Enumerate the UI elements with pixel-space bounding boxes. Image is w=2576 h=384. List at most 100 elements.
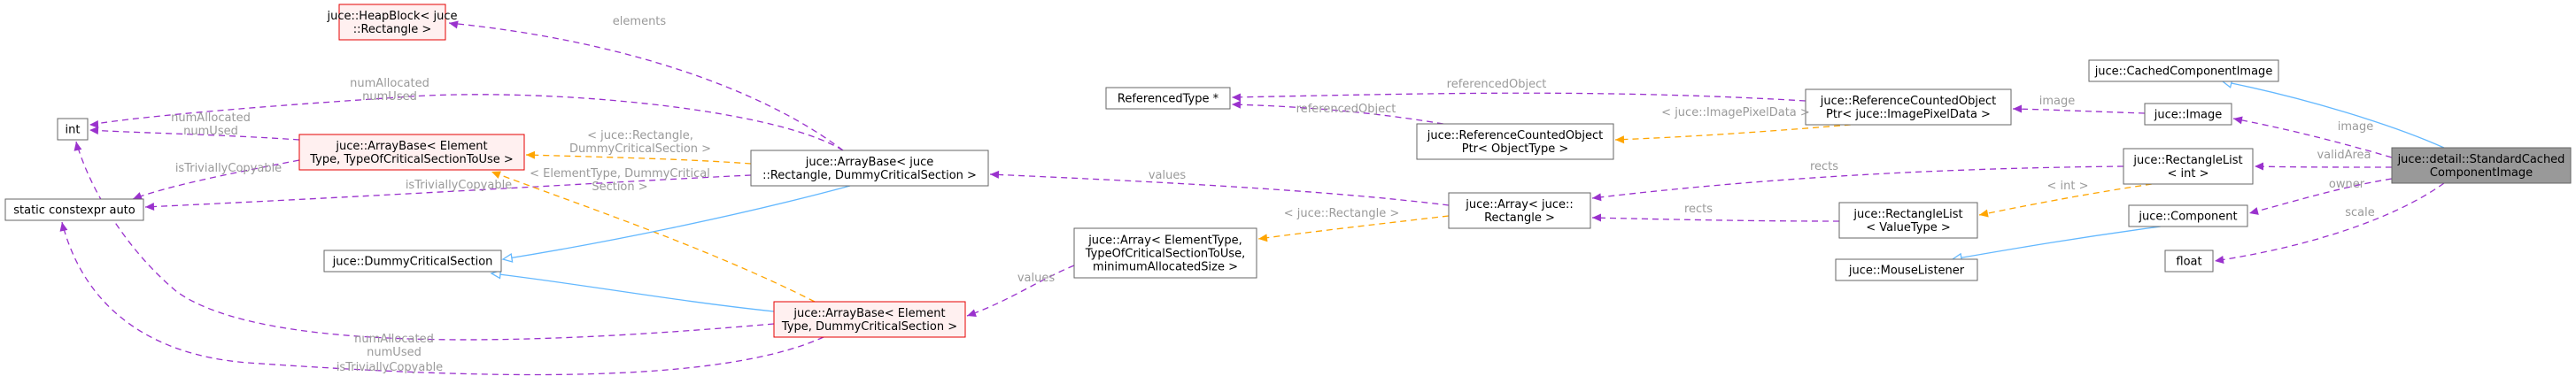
edge-line bbox=[1231, 92, 1806, 102]
node-box bbox=[1448, 192, 1591, 229]
node-int[interactable]: int bbox=[57, 118, 89, 141]
e-tmpl-int-edge bbox=[1978, 183, 2153, 218]
edge-line bbox=[502, 185, 851, 260]
edge-line bbox=[966, 265, 1075, 317]
edge-line bbox=[1952, 226, 2162, 260]
e-numalloc-top-edge bbox=[89, 94, 844, 151]
node-heapblock[interactable]: juce::HeapBlock< juce::Rectangle > bbox=[327, 4, 458, 41]
node-box bbox=[2123, 148, 2254, 185]
node-rectlist_valuetype[interactable]: juce::RectangleList< ValueType > bbox=[1838, 202, 1978, 239]
node-arraybase_rect[interactable]: juce::ArrayBase< juce::Rectangle, DummyC… bbox=[750, 150, 989, 187]
edge-arrowhead bbox=[2255, 162, 2263, 171]
e-values-rect-edge bbox=[989, 170, 1450, 206]
edge-arrowhead bbox=[59, 222, 68, 232]
node-box bbox=[1416, 123, 1614, 160]
edge-label: image bbox=[2039, 95, 2076, 108]
edge-arrowhead bbox=[2215, 256, 2224, 264]
node-image[interactable]: juce::Image bbox=[2144, 103, 2232, 126]
node-box bbox=[1073, 227, 1257, 279]
node-label: juce::ArrayBase< juce bbox=[805, 156, 933, 169]
edge-line bbox=[144, 174, 752, 208]
node-dummy_cs[interactable]: juce::DummyCriticalSection bbox=[323, 250, 502, 273]
node-label: float bbox=[2176, 256, 2201, 269]
node-float[interactable]: float bbox=[2164, 250, 2214, 273]
edge-label: referencedObject bbox=[1447, 78, 1547, 91]
edge-arrowhead bbox=[2249, 207, 2259, 215]
node-label: minimumAllocatedSize > bbox=[1093, 261, 1238, 274]
edge-line bbox=[2248, 178, 2393, 214]
edge-label: referencedObject bbox=[1296, 103, 1396, 116]
node-array_template[interactable]: juce::Array< ElementType,TypeOfCriticalS… bbox=[1073, 227, 1257, 279]
node-box bbox=[298, 134, 525, 171]
node-label: Type, TypeOfCriticalSectionToUse > bbox=[309, 153, 514, 166]
node-arraybase_dummy[interactable]: juce::ArrayBase< ElementType, DummyCriti… bbox=[773, 301, 966, 338]
edge-line bbox=[2222, 81, 2445, 149]
node-label: juce::Image bbox=[2154, 109, 2222, 122]
node-referenced_type[interactable]: ReferencedType * bbox=[1105, 87, 1231, 110]
node-label: TypeOfCriticalSectionToUse, bbox=[1085, 248, 1246, 261]
edge-line bbox=[491, 273, 775, 312]
edge-line bbox=[989, 173, 1450, 206]
node-label: juce::ReferenceCountedObject bbox=[1427, 129, 1603, 142]
edge-label: isTriviallyCopyable bbox=[337, 361, 443, 374]
e-owner-edge bbox=[2248, 178, 2393, 215]
edge-label: rects bbox=[1684, 203, 1713, 216]
edge-line bbox=[1257, 215, 1450, 240]
edge-arrowhead bbox=[1979, 209, 1989, 218]
edge-label: < juce::ImagePixelData > bbox=[1661, 106, 1810, 119]
edge-arrowhead bbox=[73, 142, 82, 151]
edge-line bbox=[61, 221, 824, 376]
edge-label: < juce::Rectangle, bbox=[587, 129, 693, 142]
edge-arrowhead bbox=[449, 20, 459, 29]
edge-arrowhead bbox=[1232, 93, 1241, 102]
node-label: juce::Array< juce:: bbox=[1465, 198, 1574, 211]
node-label: ::Rectangle, DummyCriticalSection > bbox=[762, 169, 977, 182]
node-label: juce::HeapBlock< juce bbox=[327, 10, 458, 23]
node-label: juce::CachedComponentImage bbox=[2094, 65, 2273, 79]
node-label: int bbox=[66, 124, 81, 137]
e-validarea-edge bbox=[2254, 162, 2393, 171]
edge-arrowhead bbox=[967, 309, 977, 317]
edge-arrowhead bbox=[1615, 135, 1625, 144]
edge-line bbox=[2254, 165, 2393, 168]
edge-label: numUsed bbox=[362, 90, 417, 104]
node-static_constexpr[interactable]: static constexpr auto bbox=[4, 198, 144, 221]
node-box bbox=[2164, 250, 2214, 273]
edge-line bbox=[1614, 124, 1852, 141]
edge-line bbox=[89, 129, 300, 141]
e-inherit-mouse-edge bbox=[1951, 226, 2162, 263]
node-rectlist_int[interactable]: juce::RectangleList< int > bbox=[2123, 148, 2254, 185]
node-focus[interactable]: juce::detail::StandardCachedComponentIma… bbox=[2391, 147, 2572, 184]
edge-line bbox=[2012, 108, 2146, 114]
edge-line bbox=[1978, 183, 2153, 216]
node-label: ReferencedType * bbox=[1118, 93, 1219, 106]
node-cached_component_image[interactable]: juce::CachedComponentImage bbox=[2088, 59, 2279, 82]
edge-arrowhead bbox=[145, 203, 155, 211]
node-arraybase_toUse[interactable]: juce::ArrayBase< ElementType, TypeOfCrit… bbox=[298, 134, 525, 171]
e-refobj-bottom-edge bbox=[1231, 100, 1444, 125]
edge-label: numAllocated bbox=[350, 77, 429, 90]
edge-label: numAllocated bbox=[171, 111, 251, 125]
node-mouselistener[interactable]: juce::MouseListener bbox=[1835, 258, 1978, 281]
edge-label: < int > bbox=[2047, 180, 2089, 193]
node-box bbox=[1838, 202, 1978, 239]
edge-arrowhead bbox=[491, 171, 501, 179]
e-image-edge bbox=[2012, 104, 2146, 114]
edge-arrowhead bbox=[1258, 234, 1268, 242]
e-trivial-mid-edge bbox=[132, 159, 300, 200]
node-array_rect[interactable]: juce::Array< juce::Rectangle > bbox=[1448, 192, 1591, 229]
edge-line bbox=[448, 22, 844, 151]
node-box bbox=[323, 250, 502, 273]
node-box bbox=[750, 150, 989, 187]
node-component[interactable]: juce::Component bbox=[2128, 204, 2248, 227]
edge-label: < ElementType, DummyCritical bbox=[530, 167, 710, 180]
edge-label: image bbox=[2338, 120, 2374, 134]
edge-arrowhead bbox=[1232, 100, 1242, 109]
e-values-array-edge bbox=[966, 265, 1075, 317]
node-box bbox=[1835, 258, 1978, 281]
edge-label: numUsed bbox=[183, 125, 238, 138]
edge-label: owner bbox=[2329, 178, 2365, 191]
edge-line bbox=[525, 154, 752, 165]
